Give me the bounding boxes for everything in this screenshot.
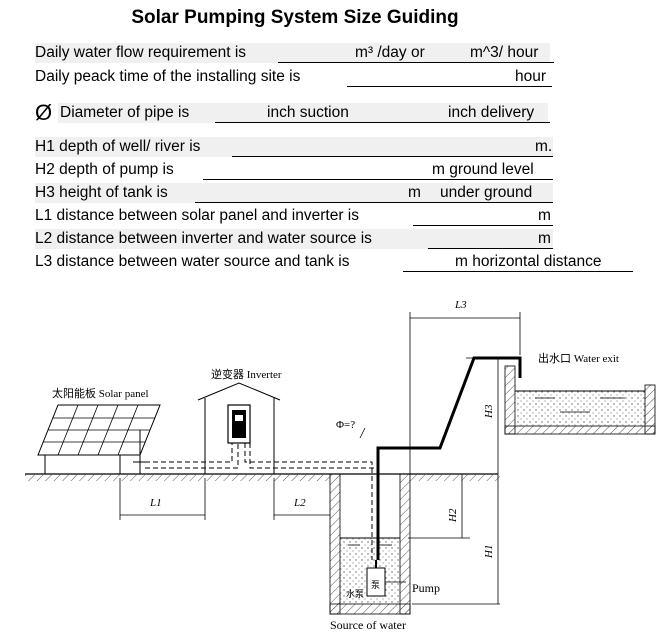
h2-label: H2 depth of pump is (35, 161, 174, 178)
pump-cn-label: 水泵 (346, 588, 364, 599)
h3-unit1: m (408, 184, 421, 201)
l3-unit: m horizontal distance (455, 253, 602, 270)
l3-row: L3 distance between water source and tan… (35, 252, 633, 272)
l3-dimension (409, 312, 521, 474)
daily-flow-unit2: m^3/ hour (470, 44, 539, 61)
pump-label: Pump (412, 581, 440, 595)
water-exit-label: 出水口 Water exit (538, 351, 619, 365)
peak-time-field[interactable] (347, 67, 552, 87)
h2-field[interactable] (203, 160, 553, 180)
daily-flow-label: Daily water flow requirement is (35, 44, 247, 61)
h3-label: H3 height of tank is (35, 184, 168, 201)
l2-label: L2 distance between inverter and water s… (35, 230, 372, 247)
solar-panel-icon (37, 404, 161, 474)
pipe-field[interactable] (215, 103, 550, 123)
peak-time-label: Daily peack time of the installing site … (35, 68, 301, 85)
pump-icon (366, 560, 406, 597)
h3-field[interactable] (195, 183, 553, 203)
l1-dim-label: L1 (149, 497, 162, 509)
inverter-house-icon (197, 382, 281, 474)
cable (145, 443, 379, 560)
l1-field[interactable] (413, 206, 553, 226)
h2-row: H2 depth of pump is m ground level (35, 160, 553, 180)
h2-dim-label: H2 (447, 508, 459, 523)
pump-body-label: 泵 (371, 580, 380, 590)
l2-row: L2 distance between inverter and water s… (35, 229, 553, 249)
pipe-unit1: inch suction (267, 104, 349, 121)
l2-unit: m (538, 230, 551, 247)
source-label: Source of water (330, 618, 406, 632)
l2-dim-label: L2 (293, 497, 306, 509)
l2-dimension (273, 478, 330, 520)
diameter-symbol-icon: Ø (35, 100, 53, 125)
h3-row: H3 height of tank is m under ground (35, 183, 553, 203)
daily-flow-row: Daily water flow requirement is m³ /day … (35, 43, 554, 63)
h1-dim-label: H1 (483, 545, 495, 559)
page-title: Solar Pumping System Size Guiding (131, 7, 459, 28)
l1-row: L1 distance between solar panel and inve… (35, 206, 553, 226)
l3-label: L3 distance between water source and tan… (35, 253, 350, 270)
peak-time-unit: hour (515, 68, 547, 85)
pipe-row: Diameter of pipe is inch suction inch de… (58, 103, 550, 123)
h1-row: H1 depth of well/ river is m. (35, 137, 553, 157)
l3-field[interactable] (403, 252, 633, 272)
h2-unit: m ground level (432, 161, 534, 178)
h3-unit2: under ground (440, 184, 533, 201)
l2-field[interactable] (428, 229, 553, 249)
phi-label: Φ=? (336, 419, 355, 431)
peak-time-row: Daily peack time of the installing site … (35, 67, 555, 87)
ground (25, 473, 500, 481)
solar-panel-label: 太阳能板 Solar panel (52, 386, 149, 400)
daily-flow-unit1: m³ /day or (355, 44, 425, 61)
h1-unit: m. (535, 138, 553, 155)
inverter-label: 逆变器 Inverter (211, 367, 282, 381)
h3-dim-label: H3 (483, 404, 495, 419)
h1-field[interactable] (232, 137, 553, 157)
l1-unit: m (538, 207, 551, 224)
daily-flow-field[interactable] (278, 43, 554, 63)
height-dimensions (408, 357, 505, 605)
l1-label: L1 distance between solar panel and inve… (35, 207, 359, 224)
pipe-unit2: inch delivery (448, 104, 535, 121)
l3-dim-label: L3 (454, 299, 467, 311)
delivery-pipe (376, 356, 522, 560)
water-tank-icon (504, 365, 656, 435)
l1-dimension (119, 478, 206, 520)
pipe-label: Diameter of pipe is (60, 104, 190, 121)
h1-label: H1 depth of well/ river is (35, 138, 201, 155)
